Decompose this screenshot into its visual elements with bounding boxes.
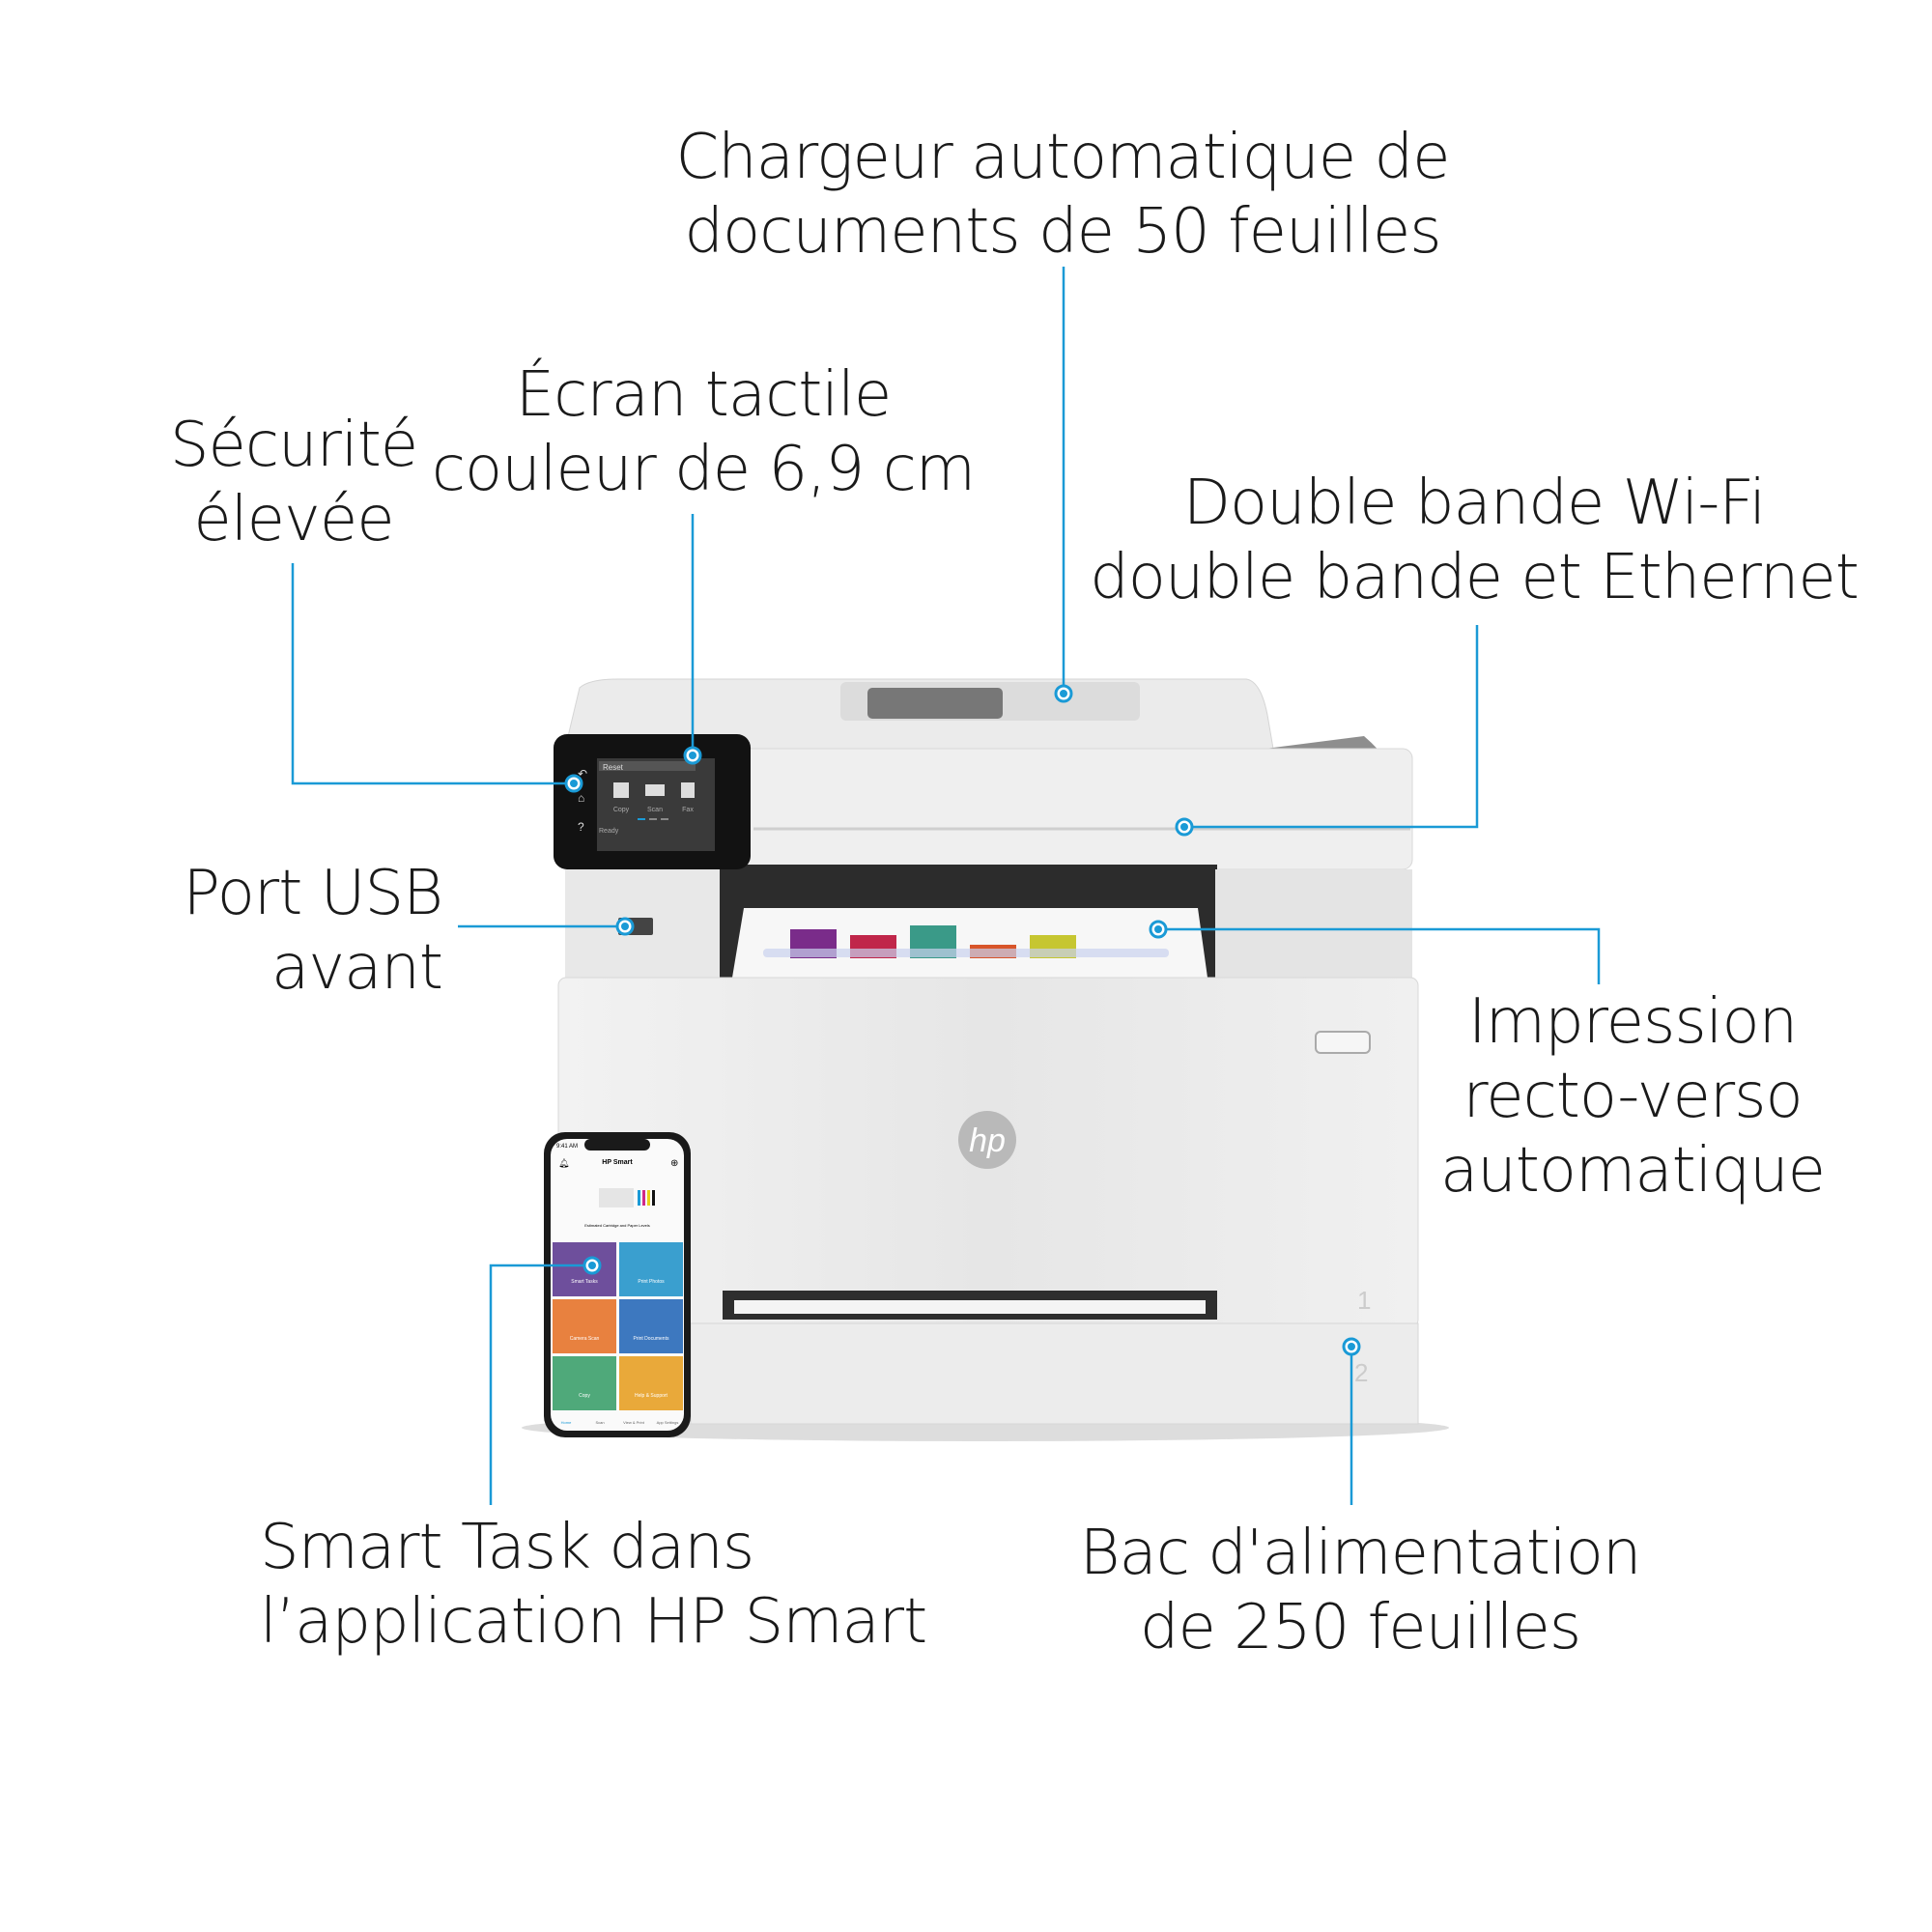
callout-text: Bac d'alimentation <box>1079 1518 1642 1589</box>
callout-adf: Chargeur automatique de documents de 50 … <box>675 121 1450 270</box>
callout-text: Smart Task dans <box>260 1512 754 1583</box>
callout-line-security <box>291 563 574 785</box>
callout-text: élevée <box>193 484 394 555</box>
screen-fax[interactable]: Fax <box>682 807 694 813</box>
phone-notch <box>584 1139 650 1151</box>
callout-dot-center <box>1060 690 1067 697</box>
page-indicator <box>638 818 645 820</box>
page-indicator <box>649 818 657 820</box>
callout-security: Sécurité élevée <box>169 409 418 557</box>
callout-duplex: Impression recto-verso automatique <box>1439 985 1826 1208</box>
phone-nav-scan[interactable]: Scan <box>595 1420 604 1425</box>
callout-dot-center <box>1180 823 1188 831</box>
printed-page <box>732 908 1208 978</box>
callout-line-duplex <box>1158 927 1601 984</box>
screen-status: Ready <box>599 828 619 835</box>
hp-logo <box>958 1111 1016 1169</box>
callout-tray: Bac d'alimentation de 250 feuilles <box>1079 1517 1642 1665</box>
callout-line-smart-task <box>489 1264 592 1505</box>
touchscreen[interactable] <box>597 758 715 851</box>
callout-text: Port USB <box>183 858 443 929</box>
callout-wifi: Double bande Wi-Fi double bande et Ether… <box>1090 467 1860 615</box>
callout-text: Double bande Wi-Fi <box>1182 468 1767 539</box>
phone-tile-label: Smart Tasks <box>571 1279 598 1285</box>
ink-level-yellow <box>647 1190 650 1206</box>
phone-tile[interactable] <box>619 1356 683 1410</box>
phone-tile-label: Camera Scan <box>570 1336 600 1342</box>
phone-nav-view-print[interactable]: View & Print <box>623 1420 645 1425</box>
smartphone: 9:41 AM HP Smart 🔔︎ ⊕ Estimated Cartridg… <box>544 1132 691 1437</box>
adf-paper-guide <box>867 688 1003 719</box>
callout-dot-center <box>689 752 696 759</box>
callout-text: documents de 50 feuilles <box>684 196 1441 268</box>
phone-nav-home[interactable]: Home <box>561 1420 572 1425</box>
phone-nav-app-settings[interactable]: App Settings <box>657 1420 679 1425</box>
help-icon[interactable]: ? <box>578 820 584 834</box>
phone-tile-label: Help & Support <box>635 1393 668 1399</box>
paper-tray-250[interactable] <box>690 1322 1419 1425</box>
page-indicator <box>661 818 668 820</box>
callout-text: automatique <box>1439 1135 1826 1207</box>
callout-text: Chargeur automatique de <box>675 122 1450 193</box>
callout-dot-center <box>621 923 629 930</box>
phone-tile-label: Print Documents <box>634 1336 669 1342</box>
phone-app-title: HP Smart <box>602 1159 633 1166</box>
copy-icon[interactable] <box>613 782 629 798</box>
callout-text: couleur de 6,9 cm <box>431 434 976 505</box>
ink-level-cyan <box>638 1190 640 1206</box>
callout-usb: Port USB avant <box>183 857 443 1006</box>
fax-icon[interactable] <box>681 782 695 798</box>
phone-tile[interactable] <box>619 1242 683 1296</box>
scan-icon[interactable] <box>645 784 665 796</box>
callout-smart-task: Smart Task dans l’application HP Smart <box>260 1511 927 1660</box>
ink-level-black <box>652 1190 655 1206</box>
phone-printer-thumbnail <box>599 1188 634 1208</box>
right-front-column <box>1215 869 1412 980</box>
callout-line-wifi <box>1184 625 1479 829</box>
callout-text: double bande et Ethernet <box>1090 542 1860 613</box>
phone-time: 9:41 AM <box>556 1144 578 1150</box>
home-icon[interactable]: ⌂ <box>578 791 584 805</box>
back-icon[interactable]: ↶ <box>578 767 587 781</box>
tray-number-2: 2 <box>1354 1358 1368 1387</box>
ink-level-magenta <box>642 1190 645 1206</box>
screen-scan[interactable]: Scan <box>647 807 663 813</box>
screen-tab-bar <box>599 761 696 771</box>
phone-tile-label: Copy <box>579 1393 590 1399</box>
callout-text: de 250 feuilles <box>1139 1592 1581 1663</box>
callout-text: avant <box>271 932 443 1004</box>
callout-dot-center <box>1154 925 1162 933</box>
callout-dot-center <box>588 1262 596 1269</box>
phone-tile[interactable] <box>553 1356 616 1410</box>
callout-touchscreen: Écran tactile couleur de 6,9 cm <box>431 358 976 507</box>
manual-feed-guide <box>734 1300 1206 1314</box>
tray-number-1: 1 <box>1357 1286 1371 1315</box>
page-band <box>763 949 1169 957</box>
callout-dot-center <box>1348 1343 1355 1350</box>
callout-text: Impression <box>1467 986 1798 1058</box>
power-button[interactable] <box>1315 1031 1371 1054</box>
screen-copy[interactable]: Copy <box>613 807 630 813</box>
callout-text: recto-verso <box>1463 1061 1803 1132</box>
hp-logo-mark: hp <box>969 1122 1006 1159</box>
add-icon[interactable]: ⊕ <box>670 1158 678 1169</box>
callout-text: l’application HP Smart <box>260 1586 927 1658</box>
phone-caption: Estimated Cartridge and Paper Levels <box>584 1223 650 1228</box>
callout-text: Écran tactile <box>515 359 893 431</box>
callout-dot-center <box>570 780 578 787</box>
phone-tile[interactable] <box>553 1299 616 1353</box>
bell-icon[interactable]: 🔔︎ <box>558 1158 569 1168</box>
screen-tab-reset[interactable]: Reset <box>603 763 624 772</box>
phone-tile[interactable] <box>619 1299 683 1353</box>
phone-tile-label: Print Photos <box>638 1279 665 1285</box>
callout-text: Sécurité <box>169 410 418 481</box>
callout-lines <box>291 267 1601 1505</box>
